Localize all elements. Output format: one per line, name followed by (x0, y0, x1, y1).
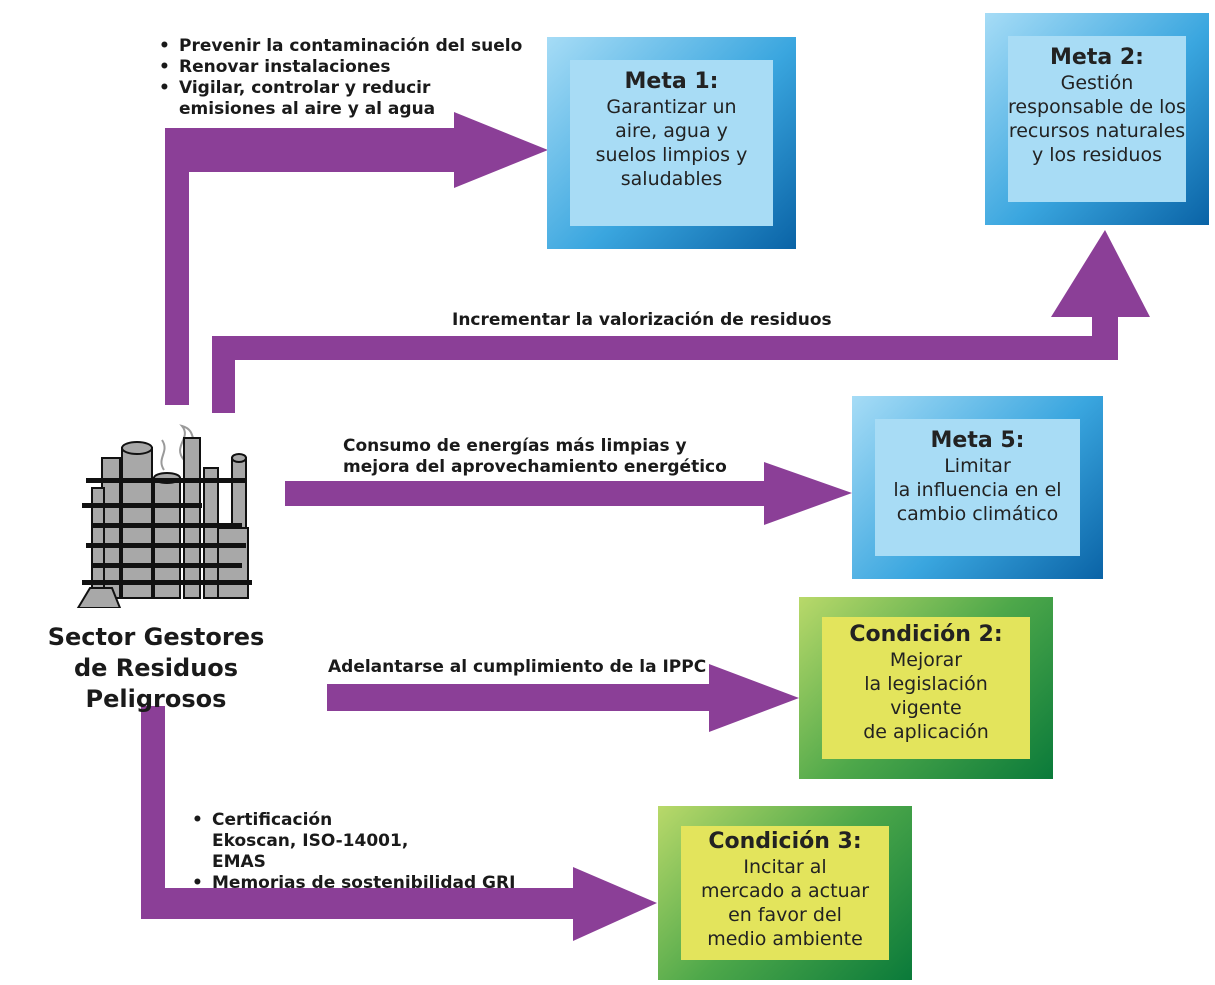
goal-text: Garantizar un aire, agua y suelos limpio… (595, 96, 748, 190)
goal-box-meta5: Meta 5: Limitar la influencia en el camb… (852, 396, 1103, 579)
condition-box-2: Condición 2: Mejorar la legislación vige… (799, 597, 1053, 779)
condition-box-3: Condición 3: Incitar al mercado a actuar… (658, 806, 912, 980)
sector-title-line1: Sector Gestores (47, 623, 265, 651)
cond3-action-item: Memorias de sostenibilidad GRI (190, 873, 515, 894)
factory-icon (76, 424, 252, 608)
goal-title: Meta 2: (1050, 45, 1144, 70)
sector-title: Sector Gestores de Residuos Peligrosos (0, 622, 312, 715)
meta1-action-item: Prevenir la contaminación del suelo (157, 36, 522, 57)
meta2-action-label: Incrementar la valorización de residuos (452, 310, 832, 330)
arrow-to-cond3 (141, 706, 657, 941)
cond3-action-item: Certificación Ekoscan, ISO-14001, EMAS (190, 810, 412, 873)
meta1-action-item: Renovar instalaciones (157, 57, 522, 78)
arrow-to-meta1 (165, 112, 548, 405)
goal-box-meta2: Meta 2: Gestión responsable de los recur… (985, 13, 1209, 225)
meta5-action-line2: mejora del aprovechamiento energético (343, 457, 727, 477)
condition-text: Incitar al mercado a actuar en favor del… (700, 856, 870, 950)
sector-title-line2: de Residuos Peligrosos (73, 654, 239, 713)
arrow-to-meta5 (285, 462, 852, 525)
condition-title: Condición 2: (849, 622, 1003, 647)
meta1-action-list: Prevenir la contaminación del suelo Reno… (157, 36, 522, 120)
condition-title: Condición 3: (708, 829, 862, 854)
cond3-action-list: Certificación Ekoscan, ISO-14001, EMAS M… (190, 810, 515, 894)
arrow-to-cond2 (327, 664, 799, 732)
goal-text: Limitar la influencia en el cambio climá… (893, 455, 1062, 525)
goal-box-meta1: Meta 1: Garantizar un aire, agua y suelo… (547, 37, 796, 249)
condition-text: Mejorar la legislación vigente de aplica… (863, 649, 989, 743)
goal-title: Meta 5: (930, 428, 1025, 453)
meta5-action-line1: Consumo de energías más limpias y (343, 436, 687, 456)
goal-title: Meta 1: (624, 69, 719, 94)
goal-text: Gestión responsable de los recursos natu… (1008, 72, 1186, 166)
meta1-action-item: Vigilar, controlar y reducir emisiones a… (157, 78, 479, 120)
meta5-action-label: Consumo de energías más limpias y mejora… (343, 436, 727, 478)
cond2-action-label: Adelantarse al cumplimiento de la IPPC (328, 657, 707, 677)
